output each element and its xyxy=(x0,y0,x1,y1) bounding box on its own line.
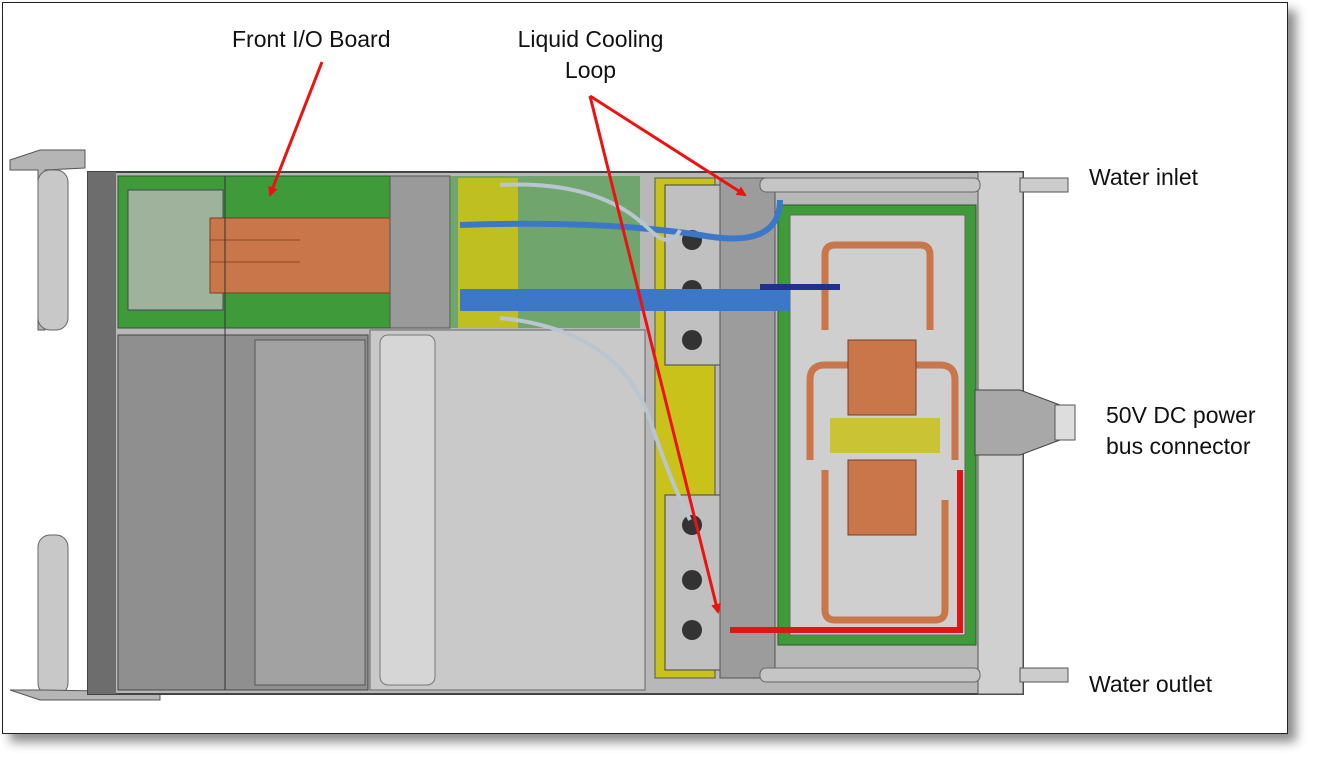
front-handle-bottom xyxy=(9,534,161,701)
power-bus-connector xyxy=(974,389,1061,456)
water-inlet-pipe xyxy=(759,177,981,193)
front-bezel xyxy=(88,172,116,694)
io-heatsink xyxy=(209,217,391,294)
label-power-connector: 50V DC power bus connector xyxy=(1106,400,1256,462)
label-liquid-cooling-line2: Loop xyxy=(564,57,617,83)
label-liquid-cooling-loop: Liquid Cooling Loop xyxy=(508,24,673,86)
cold-plate-1 xyxy=(847,339,917,416)
label-liquid-cooling-line1: Liquid Cooling xyxy=(517,26,664,52)
label-power-line1: 50V DC power xyxy=(1106,402,1256,428)
arrow-cooling-loop-inlet xyxy=(589,94,747,197)
red-outlet-hose xyxy=(730,470,963,633)
label-front-io-board: Front I/O Board xyxy=(232,26,391,52)
label-water-inlet: Water inlet xyxy=(1089,164,1199,190)
front-handle-top xyxy=(9,149,86,331)
cold-plate-2 xyxy=(847,459,917,536)
arrow-cooling-loop-outlet xyxy=(588,95,721,614)
label-water-outlet: Water outlet xyxy=(1089,671,1213,697)
water-outlet-pipe xyxy=(759,667,981,683)
blue-hoses xyxy=(459,182,840,521)
label-power-line2: bus connector xyxy=(1106,433,1251,459)
arrow-front-io xyxy=(268,61,324,197)
